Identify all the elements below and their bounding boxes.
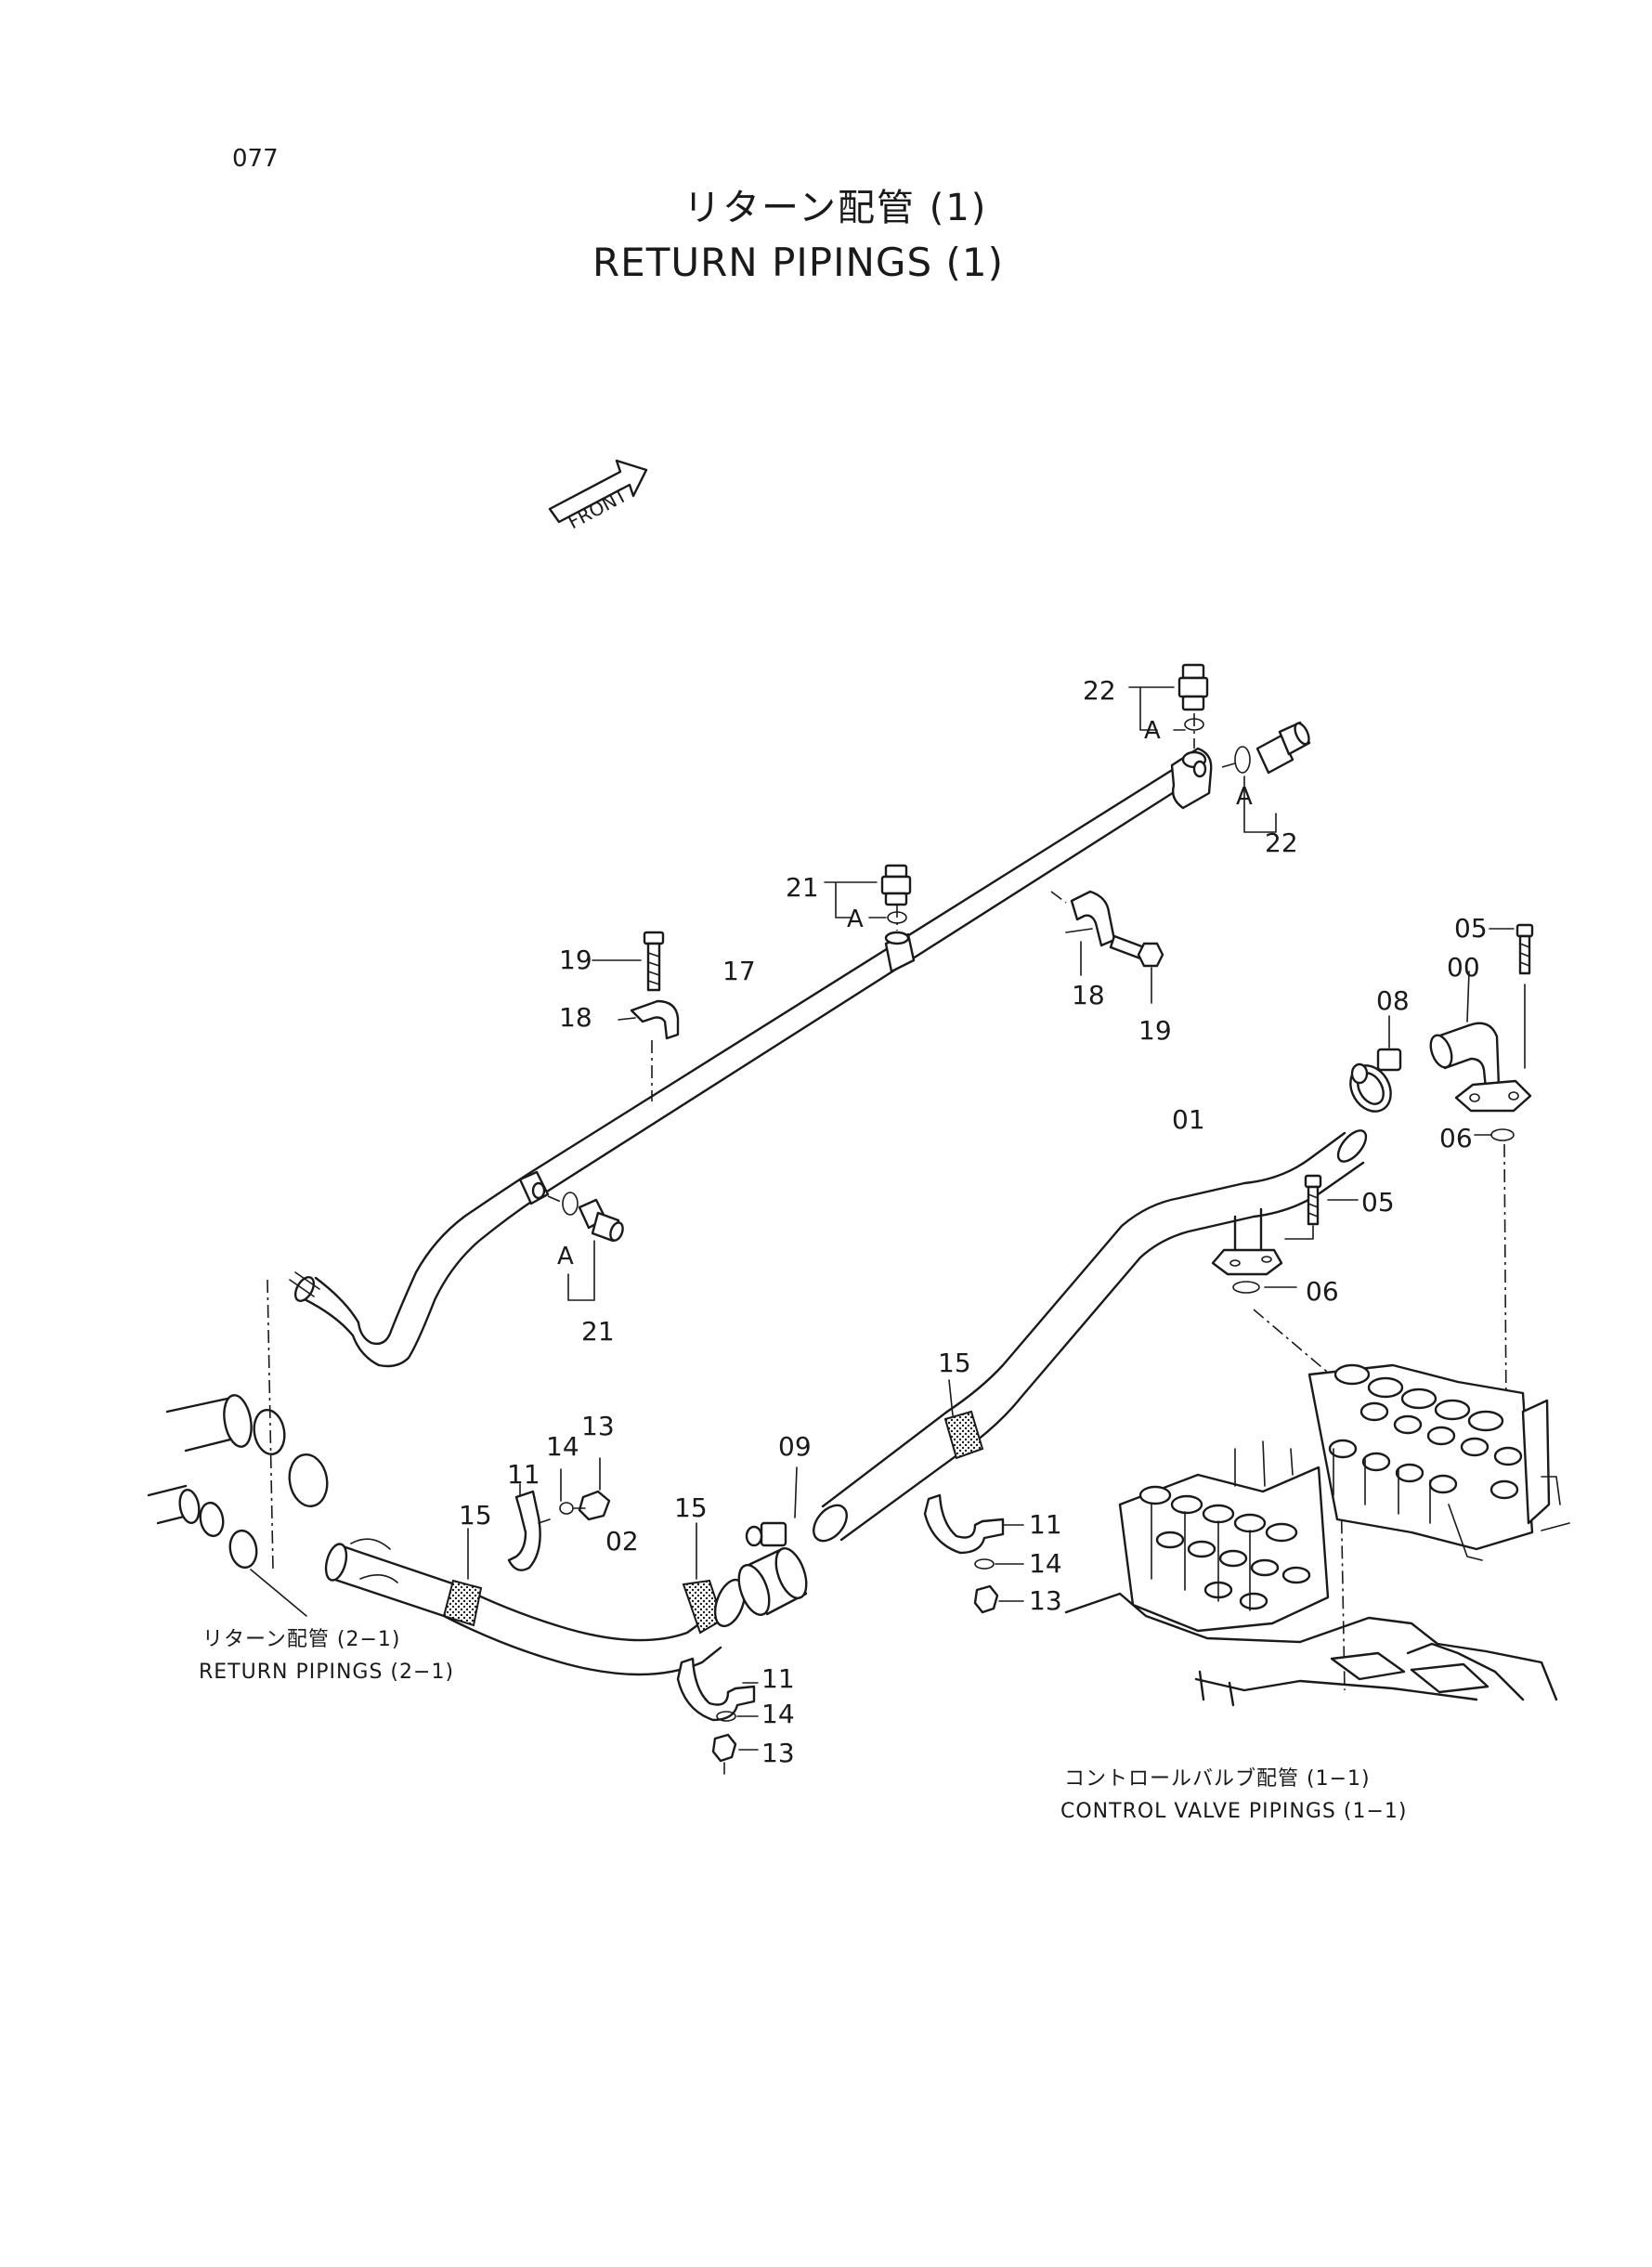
return-hoses-2-1 bbox=[147, 1279, 329, 1617]
ref-control-valve-en: CONTROL VALVE PIPINGS (1−1) bbox=[1060, 1800, 1408, 1823]
callout-22-top: 22 bbox=[1083, 675, 1116, 706]
ref-return-pipings-en: RETURN PIPINGS (2−1) bbox=[199, 1661, 455, 1684]
callout-06-right: 06 bbox=[1439, 1123, 1473, 1153]
callout-19-left: 19 bbox=[559, 945, 592, 975]
callout-a-22-top: A bbox=[1144, 717, 1161, 745]
callout-13-top: 13 bbox=[581, 1411, 615, 1441]
plug-21-left-icon bbox=[547, 1192, 624, 1301]
callout-a-21-top: A bbox=[847, 905, 864, 933]
callout-15-left: 15 bbox=[459, 1500, 492, 1531]
plug-22-top-icon bbox=[1128, 663, 1209, 749]
hose-band-15-right-icon bbox=[943, 1379, 984, 1460]
callout-18-right: 18 bbox=[1072, 980, 1105, 1010]
callout-13-right: 13 bbox=[1029, 1585, 1062, 1616]
callout-11-right: 11 bbox=[1029, 1509, 1062, 1540]
callout-00: 00 bbox=[1447, 952, 1480, 983]
callout-14-right: 14 bbox=[1029, 1548, 1062, 1579]
callout-09: 09 bbox=[778, 1431, 812, 1462]
callout-15-mid: 15 bbox=[674, 1492, 708, 1523]
callout-17: 17 bbox=[722, 956, 756, 986]
callout-19-right: 19 bbox=[1138, 1015, 1172, 1046]
clamp-set-11-right-icon bbox=[923, 1493, 1024, 1614]
return-elbow-00 bbox=[1429, 923, 1534, 1413]
plug-21-top-icon bbox=[824, 864, 912, 931]
callout-13-bottom: 13 bbox=[761, 1738, 795, 1768]
clamp-set-11-bottom-icon bbox=[676, 1657, 759, 1775]
page-number: 077 bbox=[232, 145, 279, 173]
callout-05-mid: 05 bbox=[1361, 1187, 1395, 1218]
ref-return-pipings-jp: リターン配管 (2−1) bbox=[202, 1628, 401, 1651]
callout-21-left: 21 bbox=[581, 1316, 615, 1347]
clamp-set-11-top-icon bbox=[507, 1457, 611, 1571]
callout-14-bottom: 14 bbox=[761, 1699, 795, 1729]
plug-22-right-icon bbox=[1221, 721, 1311, 833]
title-english: RETURN PIPINGS (1) bbox=[592, 240, 1004, 285]
callout-14-top: 14 bbox=[546, 1431, 579, 1462]
ref-control-valve-jp: コントロールバルブ配管 (1−1) bbox=[1064, 1767, 1371, 1791]
callout-22-right: 22 bbox=[1265, 827, 1298, 858]
callout-02: 02 bbox=[605, 1526, 639, 1557]
callout-21-top: 21 bbox=[786, 872, 819, 903]
callout-15-right: 15 bbox=[938, 1348, 971, 1378]
callout-05-top: 05 bbox=[1454, 913, 1488, 944]
hose-clamp-08-icon bbox=[1349, 1015, 1402, 1113]
return-pipe-02 bbox=[324, 1522, 747, 1676]
callout-18-left: 18 bbox=[559, 1002, 592, 1033]
front-arrow-icon: FRONT bbox=[548, 459, 648, 533]
callout-06-mid: 06 bbox=[1306, 1276, 1339, 1307]
callout-01: 01 bbox=[1172, 1104, 1205, 1135]
callout-08: 08 bbox=[1376, 985, 1410, 1016]
control-valve-assembly bbox=[1064, 1363, 1570, 1707]
callout-a-21-left: A bbox=[557, 1243, 574, 1270]
clamp-18-right-icon bbox=[1050, 890, 1164, 1004]
title-japanese: リターン配管 (1) bbox=[683, 187, 988, 229]
return-pipe-17 bbox=[289, 747, 1213, 1368]
clamp-18-left-icon bbox=[592, 931, 680, 1101]
connector-09-icon bbox=[737, 1466, 808, 1616]
callout-11-bottom: 11 bbox=[761, 1663, 795, 1694]
callout-11-top: 11 bbox=[507, 1459, 540, 1490]
